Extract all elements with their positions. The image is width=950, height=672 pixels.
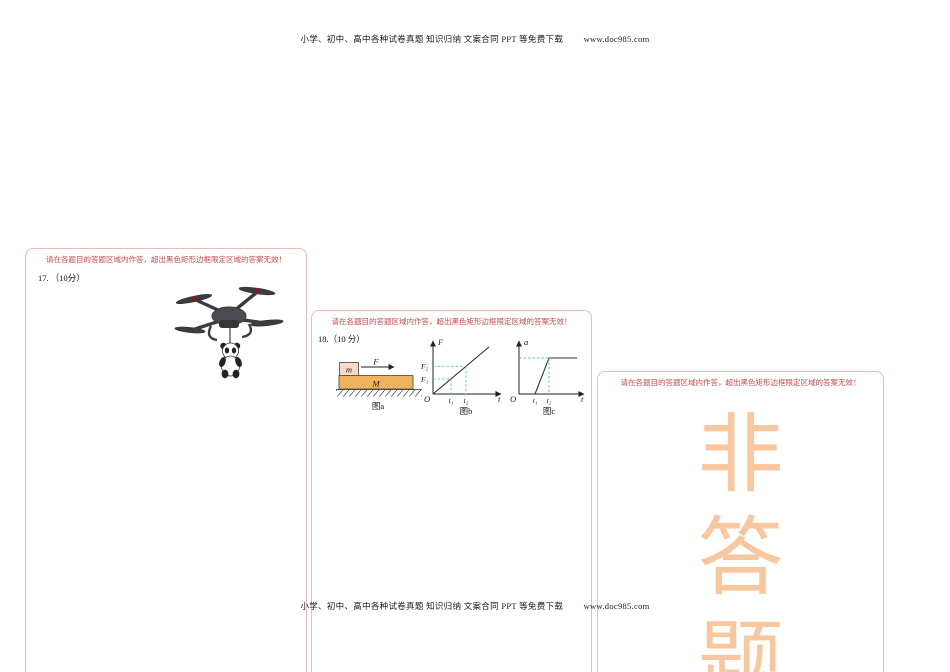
question-18-label: 18.（10 分） [318,334,365,344]
F1-label: F₁ [420,375,429,384]
footer-banner: 小学、初中、高中各种试卷真题 知识归纳 文案合同 PPT 等免费下载 www.d… [0,600,950,612]
a-t-line [534,357,577,395]
origin-label: O [424,394,430,404]
rotor-hub-red [191,296,197,302]
answer-box-blank: 请在各题目的答题区域内作答，超出黑色矩形边框限定区域的答案无效！ 非 答 题 [597,371,884,672]
question-17-label: 17. （10分） [38,273,85,283]
figure-c-caption: 图c [543,406,556,416]
y-axis-label: F [437,337,444,347]
header-banner: 小学、初中、高中各种试卷真题 知识归纳 文案合同 PPT 等免费下载 www.d… [0,33,950,45]
ground-hatching [336,390,422,397]
physics-figures: F m M 图a [312,311,593,431]
header-site-url: www.doc985.com [583,34,650,44]
drone-illustration [174,286,284,379]
answer-box-q18: 请在各题目的答题区域内作答，超出黑色矩形边框限定区域的答案无效！ 18.（10 … [311,310,592,672]
figure-c-graph: a O t₁ t₂ t 图c [510,337,585,416]
x-axis-label: t [581,394,584,404]
footer-site-url: www.doc985.com [583,601,650,611]
t1-label: t₁ [449,396,454,405]
panda-toy [219,342,242,379]
force-F-label: F [372,357,379,367]
x-axis-label: t [498,394,501,404]
watermark-char-fei: 非 [697,407,784,503]
figure-a-caption: 图a [372,401,385,411]
figure-a-blocks: F m M 图a [336,357,422,411]
warning-text-q17: 请在各题目的答题区域内作答，超出黑色矩形边框限定区域的答案无效！ [46,255,286,264]
y-axis-label: a [524,337,528,347]
drone-panda-figure [169,282,289,385]
F-t-line [432,346,490,395]
block-M [338,375,414,390]
origin-label: O [510,394,516,404]
dashed-guides [519,357,550,394]
dashed-guides [433,365,467,394]
block-m-label: m [346,365,352,375]
t1-label: t₁ [533,396,538,405]
watermark-char-da: 答 [697,510,784,606]
footer-banner-text: 小学、初中、高中各种试卷真题 知识归纳 文案合同 PPT 等免费下载 [300,601,564,611]
watermark-char-ti: 题 [697,613,784,672]
header-banner-text: 小学、初中、高中各种试卷真题 知识归纳 文案合同 PPT 等免费下载 [300,34,564,44]
t2-label: t₂ [464,396,469,405]
t2-label: t₂ [547,396,552,405]
block-m [339,362,359,376]
drone-body-group [174,286,284,344]
warning-text-q18: 请在各题目的答题区域内作答，超出黑色矩形边框限定区域的答案无效！ [331,317,572,326]
block-M-label: M [371,379,380,389]
warning-text-blank: 请在各题目的答题区域内作答，超出黑色矩形边框限定区域的答案无效！ [620,378,861,387]
figure-b-graph: F F₂ F₁ O t₁ t₂ t 图b [420,337,502,416]
answer-box-q17: 请在各题目的答题区域内作答，超出黑色矩形边框限定区域的答案无效！ 17. （10… [25,248,307,672]
rotor-hub-red [254,288,260,294]
figure-b-caption: 图b [460,406,473,416]
non-answer-watermark: 非 答 题 [598,404,883,672]
F2-label: F₂ [420,362,429,371]
